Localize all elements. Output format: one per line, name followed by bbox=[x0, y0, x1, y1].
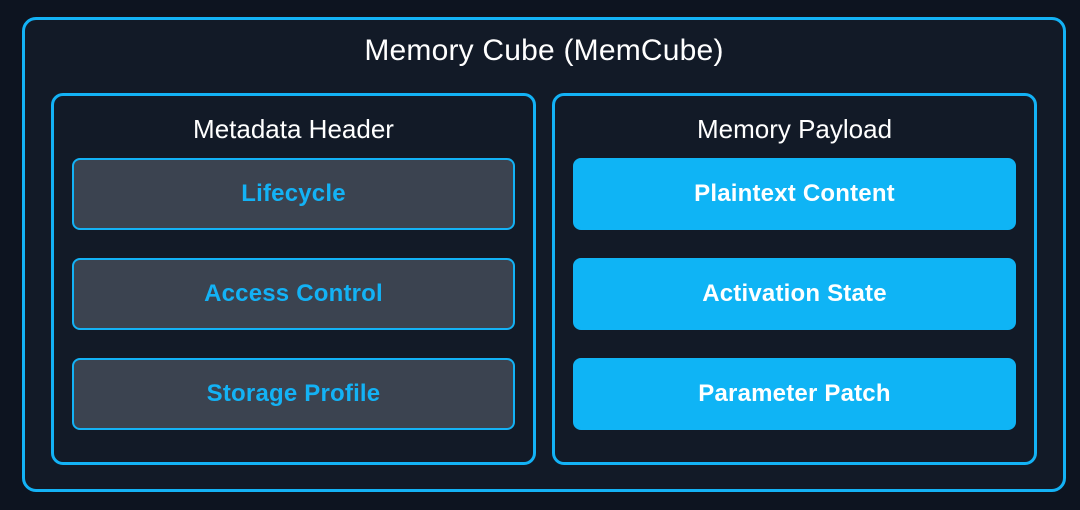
panel-metadata-header: Metadata Header Lifecycle Access Control… bbox=[51, 93, 536, 465]
memcube-container: Memory Cube (MemCube) Metadata Header Li… bbox=[22, 17, 1066, 492]
card-parameter-patch[interactable]: Parameter Patch bbox=[573, 358, 1016, 430]
card-lifecycle[interactable]: Lifecycle bbox=[72, 158, 515, 230]
panel-memory-payload: Memory Payload Plaintext Content Activat… bbox=[552, 93, 1037, 465]
card-plaintext-content[interactable]: Plaintext Content bbox=[573, 158, 1016, 230]
panel-row: Metadata Header Lifecycle Access Control… bbox=[51, 93, 1037, 465]
panel-items-memory-payload: Plaintext Content Activation State Param… bbox=[573, 158, 1016, 446]
panel-title-memory-payload: Memory Payload bbox=[696, 114, 893, 144]
card-storage-profile[interactable]: Storage Profile bbox=[72, 358, 515, 430]
panel-title-metadata-header: Metadata Header bbox=[193, 114, 394, 144]
card-access-control[interactable]: Access Control bbox=[72, 258, 515, 330]
card-activation-state[interactable]: Activation State bbox=[573, 258, 1016, 330]
panel-items-metadata-header: Lifecycle Access Control Storage Profile bbox=[72, 158, 515, 446]
diagram-title: Memory Cube (MemCube) bbox=[364, 34, 724, 67]
